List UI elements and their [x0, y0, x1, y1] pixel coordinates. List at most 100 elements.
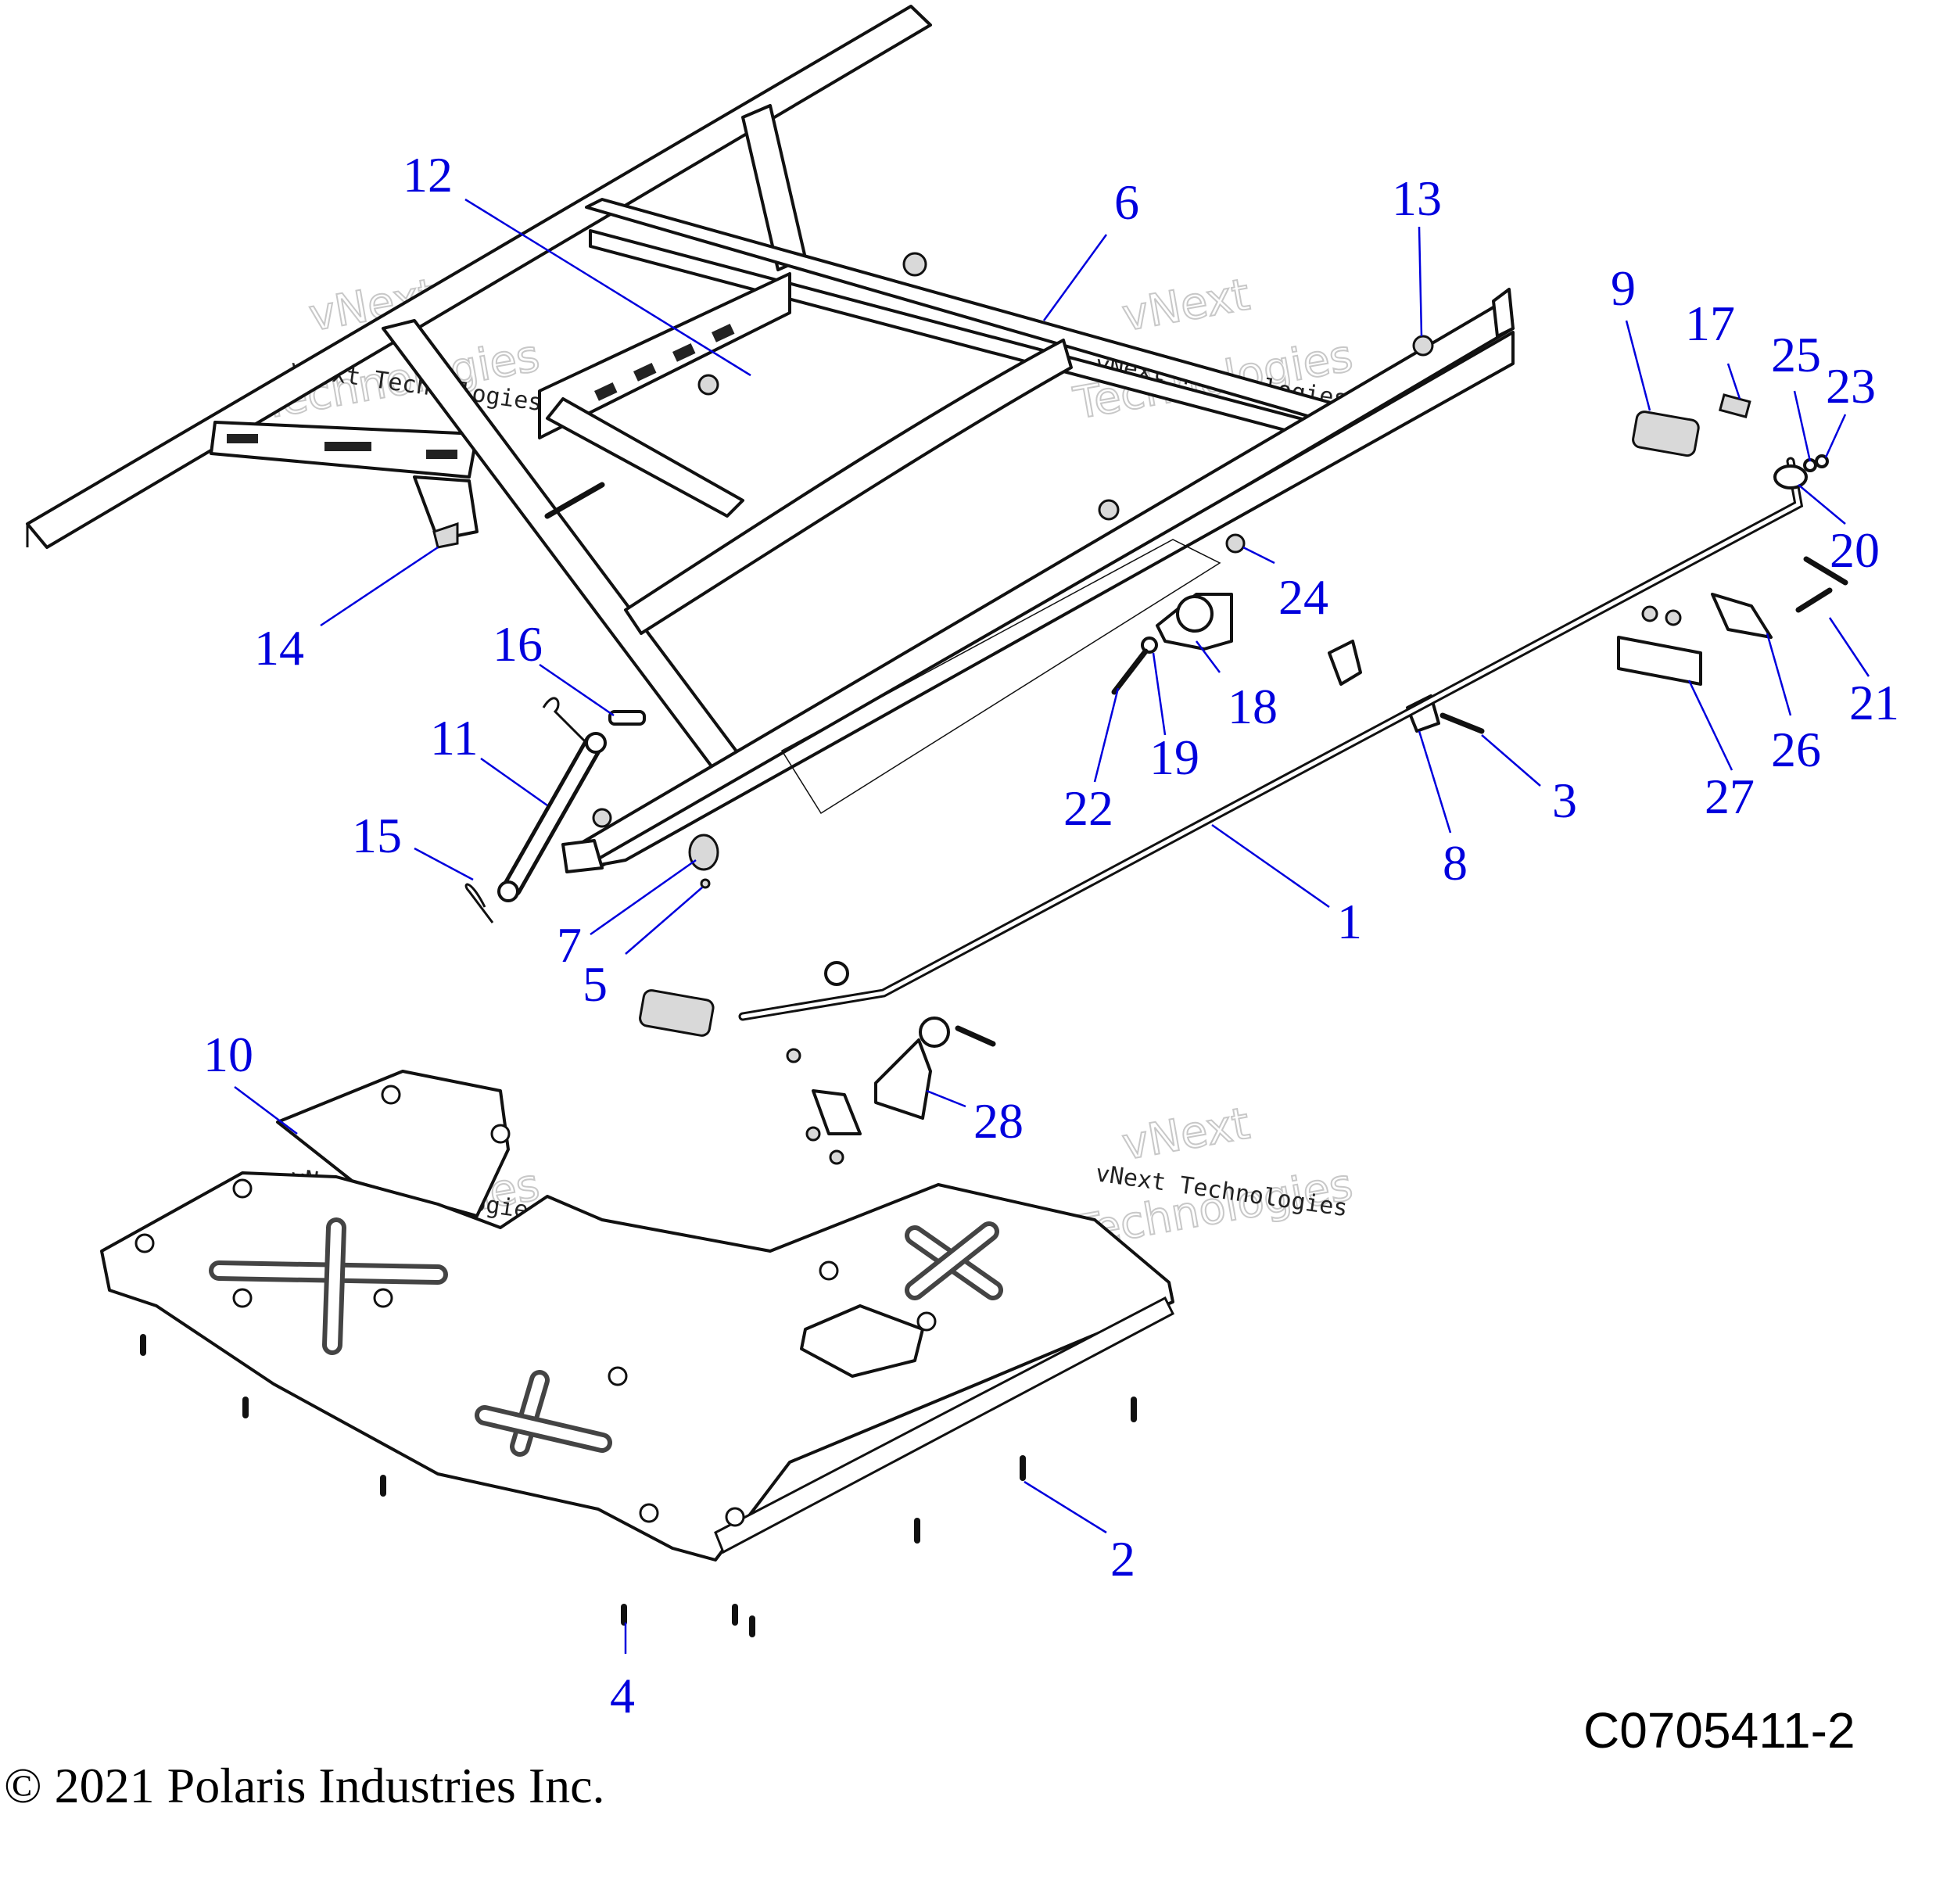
callout-14: 14	[254, 620, 304, 676]
bushing-clamp	[1328, 640, 1362, 686]
rubber-bumper	[688, 834, 719, 871]
strut-end	[497, 880, 519, 902]
left-frame-rail	[26, 5, 932, 549]
leader-21	[1828, 617, 1870, 677]
callout-19: 19	[1149, 730, 1199, 785]
skid-plate-assembly	[100, 1070, 1174, 1562]
isolator	[1176, 595, 1214, 633]
callout-26: 26	[1771, 722, 1821, 777]
right-frame-rail-side	[581, 331, 1515, 870]
stabilizer-bar-inner	[740, 459, 1801, 1019]
watermark-large-1: vNext	[1119, 1098, 1253, 1170]
leader-19	[1152, 652, 1167, 736]
left-mount-plate	[413, 475, 479, 541]
frame-corner-bracket	[561, 839, 604, 873]
lower-bolt	[955, 1025, 996, 1047]
callout-16: 16	[493, 616, 543, 672]
nut	[902, 252, 927, 277]
nut	[592, 808, 612, 828]
nut-24	[1225, 533, 1246, 554]
bolt-22	[1111, 648, 1149, 695]
leader-3	[1481, 734, 1541, 787]
skid-plate-flange	[714, 1296, 1174, 1554]
screw-5	[700, 878, 711, 889]
strut-end	[585, 732, 607, 754]
rib-inner	[479, 1410, 608, 1448]
frame-slot	[633, 363, 657, 382]
callout-4: 4	[610, 1668, 635, 1723]
callout-1: 1	[1337, 894, 1362, 949]
stabilizer-bar	[738, 457, 1804, 1021]
rib-inner	[514, 1375, 545, 1452]
callout-18: 18	[1228, 679, 1278, 734]
rivet	[232, 1178, 253, 1199]
lower-plate	[812, 1089, 862, 1135]
callout-13: 13	[1392, 170, 1442, 226]
leader-6	[1042, 234, 1108, 321]
stabilizer-bar-assembly	[639, 393, 1848, 1165]
washer	[1141, 636, 1158, 654]
leader-26	[1766, 633, 1792, 716]
small-parts	[432, 335, 1485, 923]
frame-end-bracket	[1492, 288, 1515, 338]
skid-plate-fasteners	[134, 1085, 937, 1527]
bolt-stab	[1803, 556, 1848, 586]
hairpin-clip	[542, 697, 588, 744]
leader-28	[926, 1089, 966, 1108]
right-frame-rail	[577, 303, 1515, 870]
leader-10	[234, 1086, 298, 1135]
frame-bolt	[544, 482, 605, 519]
leader-17	[1726, 363, 1741, 400]
bolt-21	[1795, 587, 1833, 613]
bolt-3	[1439, 712, 1485, 734]
skid-plate	[100, 1171, 1174, 1562]
callout-22: 22	[1063, 780, 1113, 836]
rib-inner	[909, 1226, 995, 1296]
callout-6: 6	[1114, 174, 1139, 230]
bushing-9-left	[639, 989, 715, 1037]
callout-23: 23	[1826, 358, 1876, 414]
callout-8: 8	[1443, 835, 1468, 891]
leader-8	[1418, 730, 1452, 834]
center-cross-tube	[624, 339, 1073, 635]
stab-nut	[1641, 605, 1658, 622]
leader-11	[480, 757, 548, 807]
rivet	[819, 1260, 839, 1281]
rear-cross-tube	[546, 397, 744, 518]
rivet	[381, 1085, 401, 1105]
callout-2: 2	[1110, 1531, 1135, 1587]
frame-slot	[712, 324, 735, 342]
bushing-9	[1632, 411, 1700, 457]
bracket-28	[874, 1038, 932, 1120]
gas-strut-body-inner	[506, 737, 601, 894]
callout-12: 12	[403, 147, 453, 203]
leader-16	[539, 663, 615, 717]
drawing-number: C0705411-2	[1583, 1702, 1855, 1759]
washer-25	[1803, 458, 1817, 472]
frame-slot	[672, 343, 696, 362]
lower-clamp	[919, 1017, 950, 1048]
rivet	[134, 1233, 155, 1253]
callout-15: 15	[352, 808, 402, 863]
leader-22	[1093, 687, 1120, 783]
callout-11: 11	[430, 710, 479, 766]
rivet	[373, 1288, 393, 1308]
callout-17: 17	[1685, 296, 1735, 351]
nut-23	[1815, 454, 1829, 468]
leader-2	[1024, 1480, 1107, 1534]
callout-24: 24	[1278, 569, 1328, 625]
frame-slot	[594, 382, 618, 401]
callout-9: 9	[1611, 260, 1636, 316]
rib-inner	[327, 1222, 342, 1350]
callout-5: 5	[583, 956, 608, 1012]
link-17	[1718, 393, 1751, 418]
skid-plate-screws	[140, 1334, 1137, 1637]
leader-27	[1687, 679, 1733, 771]
callout-20: 20	[1830, 522, 1880, 578]
bracket-slot	[324, 442, 371, 451]
leader-18	[1196, 640, 1221, 673]
callout-25: 25	[1771, 327, 1821, 382]
leader-1	[1211, 823, 1330, 909]
seat-base-plate	[780, 539, 1221, 815]
rivet	[639, 1503, 659, 1523]
